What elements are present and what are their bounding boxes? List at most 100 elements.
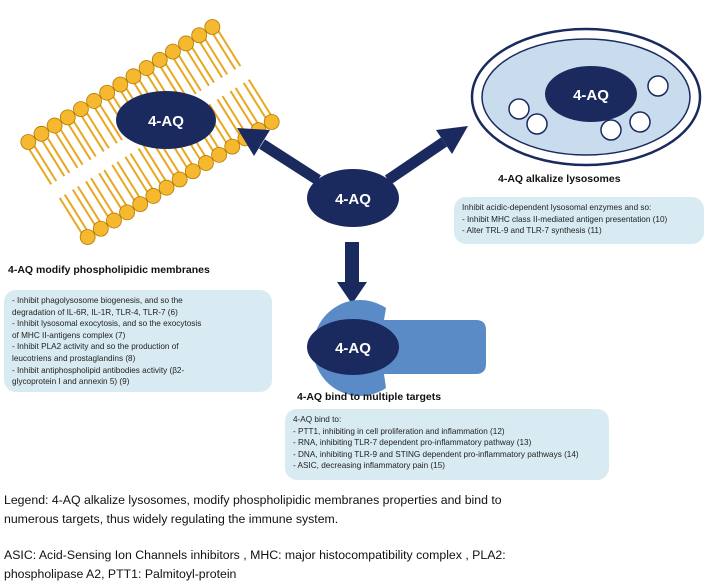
lipid-tail [116,161,144,204]
lipid-head [46,117,63,134]
lipid-tail [64,118,92,161]
targets-heading: 4-AQ bind to multiple targets [297,391,442,403]
lipid-tail [137,148,165,190]
lipid-tail [229,90,257,133]
lysosome-line: Inhibit acidic-dependent lysosomal enzym… [462,203,652,212]
legend-line: Legend: 4-AQ alkalize lysosomes, modify … [4,493,502,507]
lysosome-node-label: 4-AQ [573,87,609,104]
lipid-tail [247,79,276,121]
membrane-line: - Inhibit PLA2 activity and so the produ… [12,342,179,352]
lipid-tail [63,194,92,236]
lipid-tail [38,134,66,177]
lipid-tail [56,123,84,166]
lipid-head [132,196,149,213]
lipid-head [211,146,228,163]
lipid-tail [85,180,113,223]
lipid-tail [187,41,215,84]
lipid-tail [90,177,118,220]
membrane-line: of MHC II-antigens complex (7) [12,330,126,340]
lipid-tail [111,164,139,207]
lipid-tail [200,33,229,75]
lipid-tail [58,197,86,240]
lipid-tail [208,28,237,70]
lipid-tail [242,82,270,125]
arrow-to-target [337,242,367,304]
lipid-tail [182,44,210,87]
lipid-tail [24,143,53,185]
lipid-head [99,84,116,101]
target-receptor: 4-AQ [307,300,486,397]
abbreviations-text: ASIC: Acid-Sensing Ion Channels inhibito… [4,546,506,584]
lipid-head [72,101,89,118]
lipid-tail [214,24,242,67]
lipid-tail [174,49,202,92]
lipid-head [158,179,175,196]
lipid-tail [77,185,105,228]
lipid-head [151,51,168,68]
membrane-heading: 4-AQ modify phospholipidic membranes [8,264,210,276]
lipid-tail [142,144,170,187]
abbreviations-line: phospholipase A2, PTT1: Palmitoyl-protei… [4,567,237,581]
lipid-head [92,220,109,237]
membrane-line: - Inhibit antiphospholipid antibodies ac… [12,365,185,375]
lipid-tail [98,172,126,215]
targets-line: - PTT1, inhibiting in cell proliferation… [293,426,505,436]
lipid-tail [71,189,100,231]
lipid-head [204,19,221,35]
membrane-line: glycoprotein I and annexin 5) (9) [12,377,130,387]
lipid-tail [90,101,118,144]
arrow-to-lysosome [384,126,468,185]
phospholipid-bilayer [20,19,280,245]
lipid-head [125,68,142,85]
lipid-head [165,43,181,60]
lipid-head [191,27,208,44]
lipid-head [33,125,50,142]
lipid-head [224,138,241,155]
center-node-label: 4-AQ [335,191,371,208]
lipid-tail [77,110,105,152]
targets-line: - RNA, inhibiting TLR-7 dependent pro-in… [293,438,532,448]
arrow-to-membrane [237,128,321,185]
lysosome-effects-box: Inhibit acidic-dependent lysosomal enzym… [454,197,704,244]
lipid-tail [124,156,152,199]
lipid-tail [95,98,123,141]
lipid-head [184,163,201,180]
membrane-node-label: 4-AQ [148,113,184,130]
targets-line: - DNA, inhibiting TLR-9 and STING depend… [293,449,579,459]
lipid-head [59,109,76,126]
lipid-tail [216,98,244,141]
target-node-label: 4-AQ [335,340,371,357]
lipid-tail [51,126,79,169]
lipid-head [138,60,155,76]
lipid-head [198,155,214,171]
lysosome-heading: 4-AQ alkalize lysosomes [498,173,621,185]
lipid-head [263,114,280,130]
legend-line: numerous targets, thus widely regulating… [4,512,339,526]
membrane-line: - Inhibit lysosomal exocytosis, and so t… [12,319,202,329]
lipid-head [171,171,188,188]
lipid-tail [129,153,157,195]
membrane-line: leucotriens and prostaglandins (8) [12,353,136,363]
lipid-tail [69,115,97,158]
lipid-tail [103,169,131,212]
membrane-4aq-node: 4-AQ [116,91,216,149]
targets-line: - ASIC, decreasing inflammatory pain (15… [293,461,445,471]
lipid-head [20,134,37,150]
lipid-head [178,35,194,52]
lipid-head [112,76,129,93]
targets-effects-box: 4-AQ bind to: - PTT1, inhibiting in cell … [285,409,609,480]
lipid-tail [82,107,110,149]
lipid-tail [234,87,262,130]
lipid-tail [30,139,58,182]
lipid-tail [169,52,197,95]
membrane-effects-box: - Inhibit phagolysosome biogenesis, and … [4,290,272,392]
lysosome-illustration: 4-AQ [470,27,702,167]
lipid-head [79,229,96,245]
lipid-tail [208,103,236,146]
abbreviations-line: ASIC: Acid-Sensing Ion Channels inhibito… [4,548,506,562]
membrane-line: - Inhibit phagolysosome biogenesis, and … [12,296,183,305]
targets-line: 4-AQ bind to: [293,415,342,424]
lipid-tail [43,131,71,174]
lysosome-line: - Alter TRL-9 and TLR-7 synthesis (11) [462,226,602,236]
legend-text: Legend: 4-AQ alkalize lysosomes, modify … [4,491,502,529]
